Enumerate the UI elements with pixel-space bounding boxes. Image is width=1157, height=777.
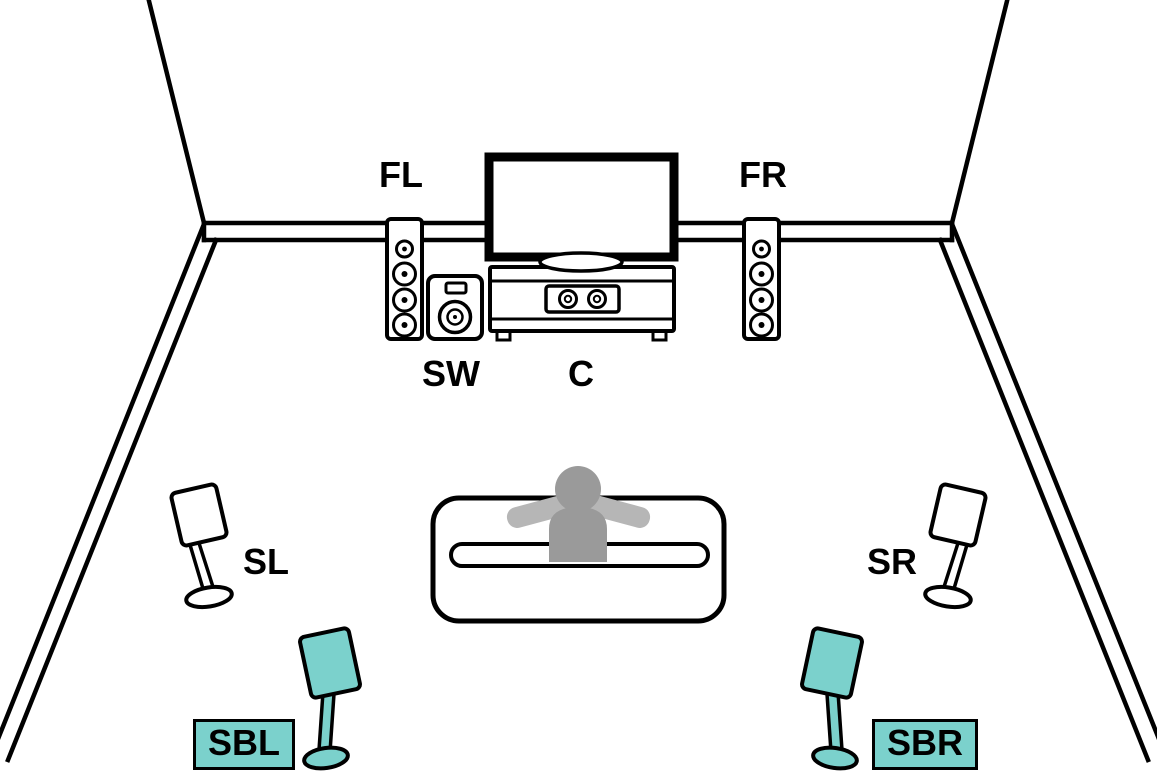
left-floor-edge-inner xyxy=(5,237,219,763)
left-floor-edge-outer xyxy=(0,221,207,741)
right-floor-edge-outer xyxy=(949,221,1157,741)
stand-pole xyxy=(825,689,844,755)
front-right-speaker xyxy=(742,217,781,341)
person-torso xyxy=(549,507,607,562)
tv-screen xyxy=(484,152,679,262)
person xyxy=(449,466,710,568)
tv-stand-base xyxy=(538,251,624,273)
surround-right-speaker xyxy=(923,482,988,610)
left-wall-edge xyxy=(146,0,207,226)
label-subwoofer: SW xyxy=(422,353,480,394)
label-surround-left: SL xyxy=(243,541,290,582)
label-surround-right: SR xyxy=(867,541,918,582)
right-wall-edge xyxy=(949,0,1010,226)
stand-pole xyxy=(317,689,336,755)
center-speaker xyxy=(544,284,621,314)
stand-base xyxy=(184,584,234,610)
front-left-speaker xyxy=(385,217,424,341)
label-front-right: FR xyxy=(739,154,787,195)
surround-left-speaker xyxy=(169,482,234,610)
label-front-left: FL xyxy=(379,154,423,195)
tv xyxy=(484,152,679,262)
label-surround-back-left: SBL xyxy=(193,719,295,770)
surround-back-right-speaker xyxy=(800,626,864,771)
stand-base xyxy=(923,584,973,610)
subwoofer xyxy=(426,274,484,341)
surround-back-left-speaker xyxy=(298,626,362,771)
person-head xyxy=(555,466,601,512)
right-floor-edge-inner xyxy=(937,237,1151,763)
stand-base xyxy=(302,745,350,771)
stand-base xyxy=(811,745,859,771)
label-center: C xyxy=(568,353,594,394)
label-surround-back-right: SBR xyxy=(872,719,979,770)
